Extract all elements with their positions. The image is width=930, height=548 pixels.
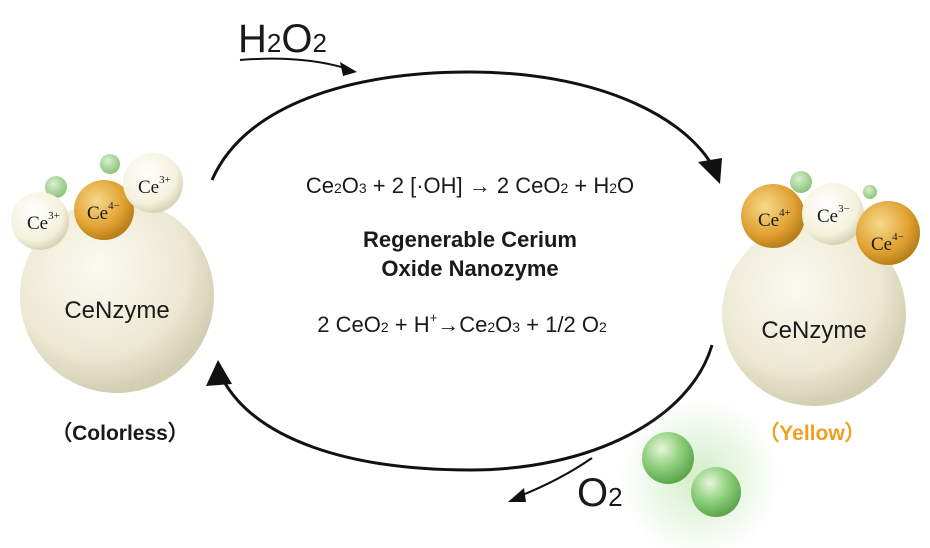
right-cenzyme-particle <box>722 222 906 406</box>
center-title-line2: Oxide Nanozyme <box>381 256 558 281</box>
left-ion-ce4 <box>74 180 134 240</box>
left-ion-ce3-a-text: Ce3+ <box>27 210 60 234</box>
h2o2-input-arrow <box>239 57 346 69</box>
left-ion-ce4-text: Ce4− <box>87 200 120 224</box>
left-state-label: （Colorless） <box>51 421 189 445</box>
small-green-dot <box>863 185 877 199</box>
left-ion-ce3-a <box>11 192 69 250</box>
left-ion-ce3-b-text: Ce3+ <box>138 174 171 198</box>
right-ion-ce4-a-text: Ce4+ <box>758 207 791 231</box>
left-cenzyme-particle <box>20 199 214 393</box>
right-ion-ce3-text: Ce3− <box>817 203 850 227</box>
left-ion-ce3-b <box>123 153 183 213</box>
o2-output-arrow <box>519 457 593 497</box>
right-ion-ce3 <box>802 183 864 245</box>
reaction-oxidation: Ce2O3 + 2 [·OH] → 2 CeO2 + H2O <box>306 173 634 198</box>
cycle-arrow-top <box>210 70 714 181</box>
reaction-reduction: 2 CeO2 + H+→Ce2O3 + 1/2 O2 <box>317 310 607 337</box>
o2-bubble <box>691 467 741 517</box>
svg-text:H2O2: H2O2 <box>238 17 327 61</box>
small-green-dot <box>790 171 812 193</box>
cycle-arrowhead-top <box>698 158 722 184</box>
svg-text:O2: O2 <box>577 471 623 515</box>
right-cenzyme-label: CeNzyme <box>761 317 866 344</box>
right-state-label: （Yellow） <box>758 421 865 445</box>
h2o2-input-arrowhead <box>340 62 357 76</box>
left-cenzyme-label: CeNzyme <box>64 297 169 324</box>
cycle-arrowhead-bottom <box>206 360 232 386</box>
o2-bubble <box>642 432 694 484</box>
o2-label: O2 <box>577 471 623 515</box>
right-ion-ce4-b-text: Ce4− <box>871 231 904 255</box>
right-ion-ce4-a <box>741 184 805 248</box>
o2-output-arrowhead <box>508 488 526 502</box>
small-green-dot <box>100 154 120 174</box>
right-nanozyme: CeNzyme Ce4+ Ce3− Ce4− <box>722 171 920 406</box>
left-nanozyme: CeNzyme Ce3+ Ce4− Ce3+ <box>11 153 214 393</box>
right-ion-ce4-b <box>856 201 920 265</box>
center-title-line1: Regenerable Cerium <box>363 227 577 252</box>
h2o2-label: H2O2 <box>238 17 327 61</box>
small-green-dot <box>45 176 67 198</box>
